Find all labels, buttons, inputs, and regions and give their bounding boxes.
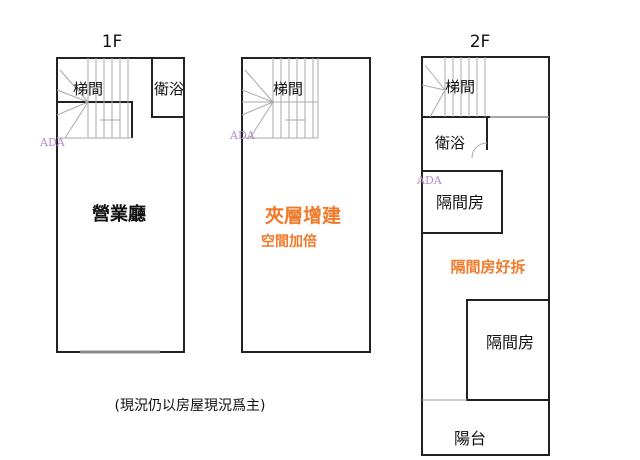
room-label-balcony: 陽台 (454, 429, 486, 448)
room-label-bathroom: 衛浴 (435, 134, 465, 152)
floor-2f-plan (421, 56, 550, 456)
partition-note: 隔間房好拆 (450, 258, 525, 276)
stair-lines (56, 58, 132, 139)
floor-1f-title: 1F (102, 32, 123, 52)
floor-2f-title: 2F (470, 32, 491, 52)
room-label-business-hall: 營業廳 (92, 203, 146, 225)
floor-1f-plan (56, 57, 185, 354)
room-label-bathroom: 衛浴 (154, 80, 184, 98)
watermark: ADA (39, 136, 66, 149)
watermark: ADA (229, 129, 256, 142)
room-label-stair: 梯間 (73, 80, 103, 98)
room-label-stair: 梯間 (445, 78, 475, 96)
room-label-partition-room: 隔間房 (436, 193, 484, 212)
mezzanine-headline: 夾層增建 (265, 204, 341, 227)
mezzanine-plan (241, 57, 371, 353)
footnote: (現況仍以房屋現況爲主) (115, 398, 266, 414)
mezzanine-subline: 空間加倍 (261, 233, 317, 250)
watermark: ADA (416, 174, 443, 187)
room-label-partition-room: 隔間房 (486, 333, 534, 352)
room-label-stair: 梯間 (273, 80, 303, 98)
